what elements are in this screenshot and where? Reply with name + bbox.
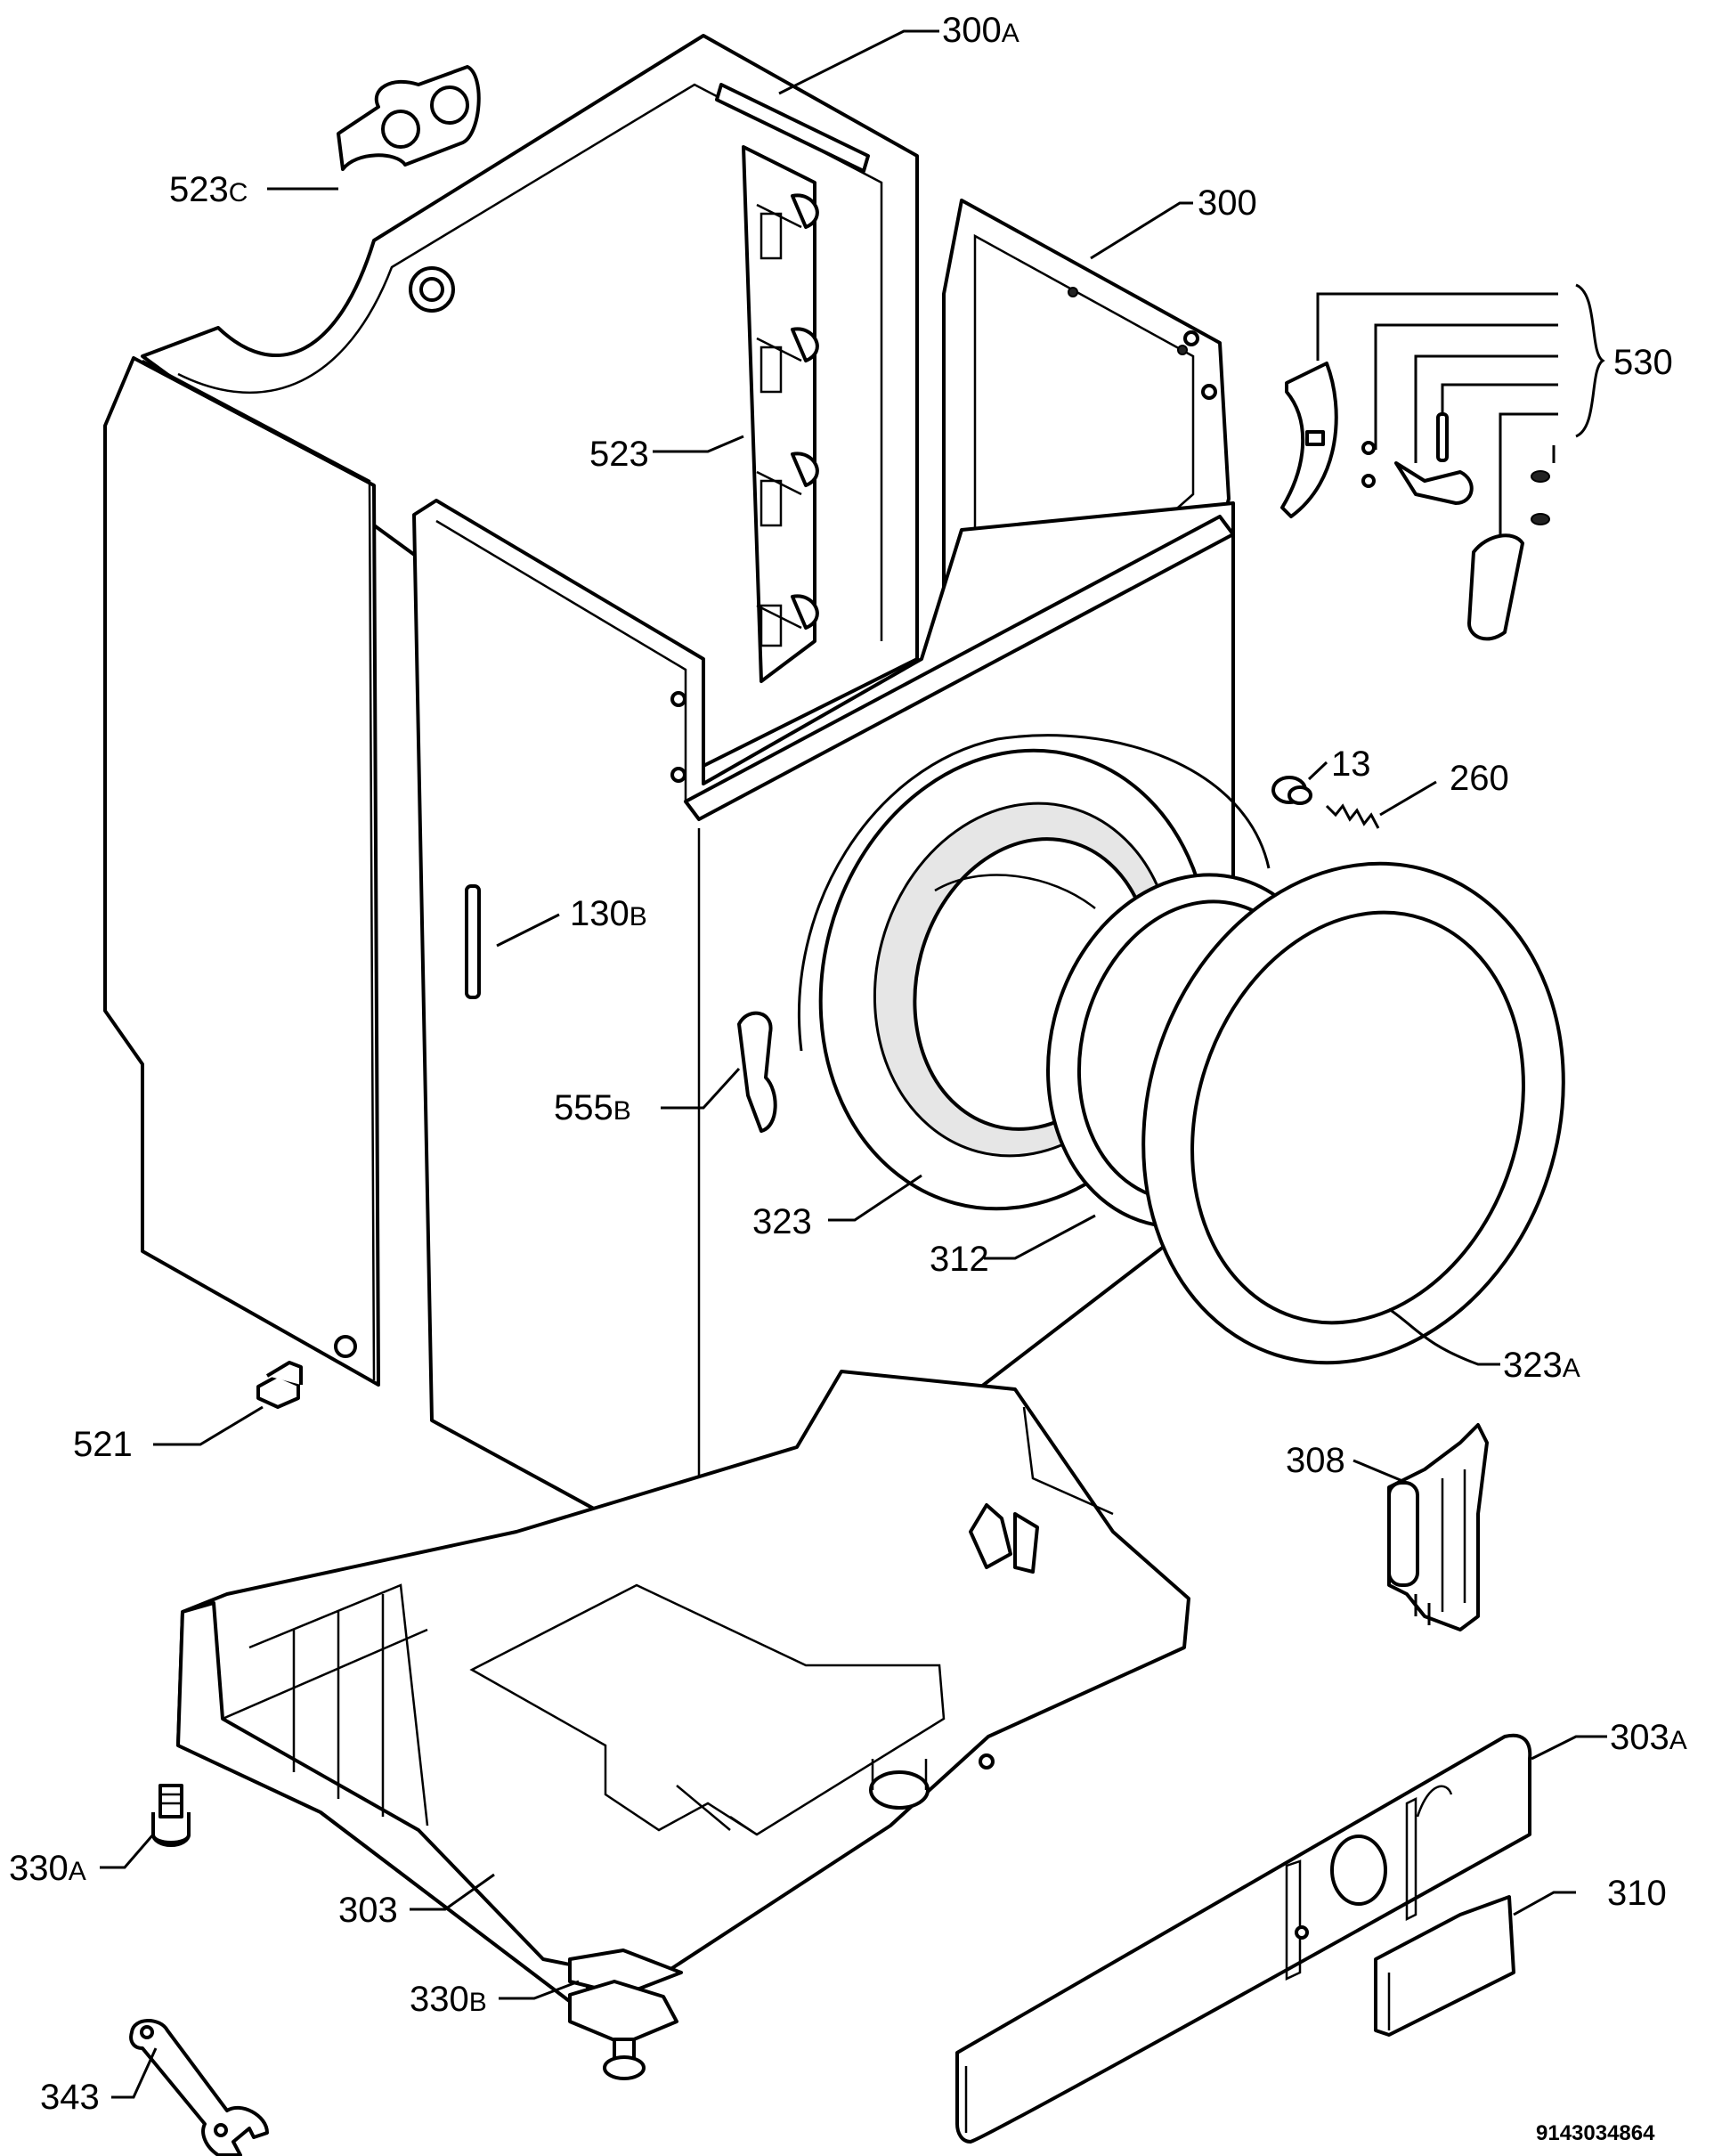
- label-523C: 523C: [169, 170, 248, 209]
- label-130B: 130B: [570, 894, 647, 933]
- screw-521: [256, 1361, 303, 1409]
- label-308: 308: [1286, 1441, 1345, 1480]
- label-300: 300: [1198, 183, 1257, 223]
- wrench-343: [129, 2019, 269, 2156]
- label-303: 303: [338, 1891, 398, 1930]
- label-555B: 555B: [554, 1088, 631, 1127]
- label-310: 310: [1607, 1874, 1667, 1913]
- label-521: 521: [73, 1425, 133, 1464]
- label-260: 260: [1450, 759, 1509, 798]
- foot-330B: [568, 1980, 678, 2080]
- leader-lines: [100, 29, 1607, 2099]
- label-343: 343: [40, 2078, 100, 2117]
- top-rail-300A: [715, 83, 870, 173]
- label-330B: 330B: [410, 1980, 487, 2019]
- foot-330A: [151, 1784, 191, 1847]
- label-13: 13: [1331, 744, 1371, 784]
- rear-stiffener-523: [742, 145, 819, 683]
- door-lock-308: [1387, 1423, 1489, 1631]
- label-330A: 330A: [9, 1849, 86, 1888]
- label-323A: 323A: [1503, 1346, 1580, 1385]
- bushing-13: [1271, 776, 1312, 805]
- label-300A: 300A: [942, 11, 1019, 50]
- document-number: 9143034864: [1536, 2121, 1655, 2145]
- label-530: 530: [1613, 343, 1673, 382]
- door-frame-323A: [1141, 861, 1565, 1365]
- label-312: 312: [930, 1240, 989, 1279]
- label-523: 523: [589, 435, 649, 474]
- hinge-assembly-530: [1280, 283, 1605, 641]
- left-side-panel: [103, 356, 380, 1387]
- label-323: 323: [752, 1202, 812, 1241]
- base-frame-303: [176, 1370, 1190, 2010]
- control-panel-303A: [955, 1733, 1532, 2144]
- dispenser-handle-310: [1374, 1895, 1515, 2037]
- label-303A: 303A: [1610, 1718, 1687, 1757]
- cable-clip-523C: [337, 65, 481, 171]
- spring-260: [1325, 803, 1380, 829]
